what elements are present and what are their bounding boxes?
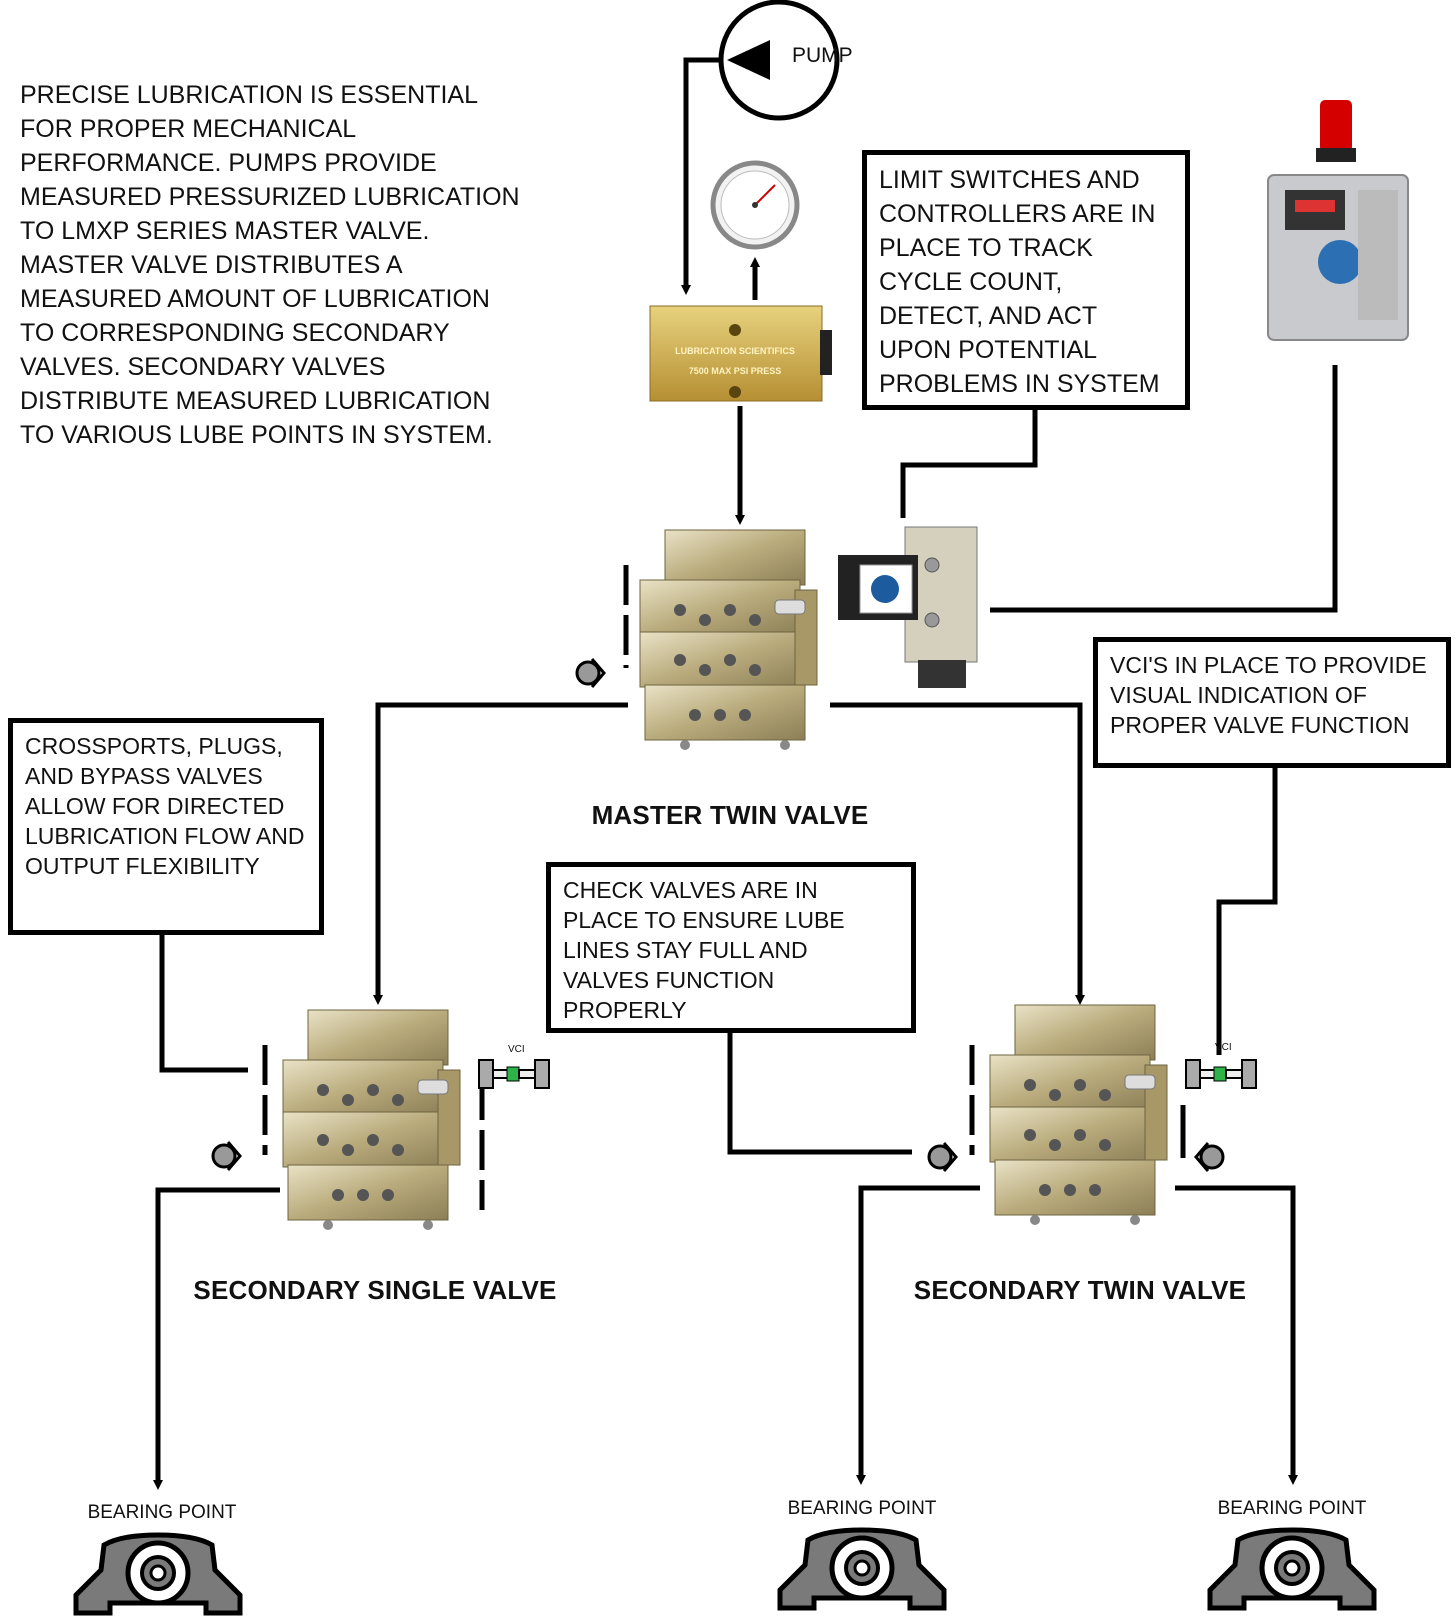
- vci-callout: VCI'S IN PLACE TO PROVIDE VISUAL INDICAT…: [1093, 637, 1451, 768]
- bearing-icon-1: [76, 1535, 240, 1613]
- control-panel-icon: [1267, 100, 1409, 341]
- crossports-callout: CROSSPORTS, PLUGS, AND BYPASS VALVES ALL…: [8, 718, 324, 935]
- block-rating-text: 7500 MAX PSI PRESS: [689, 366, 782, 376]
- limit-switch-icon: [838, 526, 978, 688]
- twin-left-output-line: [856, 1185, 980, 1485]
- controller-line: [990, 365, 1338, 613]
- single-output-line: [153, 1187, 280, 1490]
- block-brand-text: LUBRICATION SCIENTIFICS: [675, 346, 795, 356]
- single-vci-label: VCI: [508, 1044, 525, 1055]
- limit-callout-leader: [900, 408, 1038, 518]
- limit-switch-callout: LIMIT SWITCHES AND CONTROLLERS ARE IN PL…: [862, 150, 1190, 410]
- bearing-icon-3: [1210, 1530, 1374, 1608]
- twin-vci-label: VCI: [1215, 1042, 1232, 1053]
- vci-callout-leader: [1216, 765, 1278, 1055]
- secondary-twin-title: SECONDARY TWIN VALVE: [913, 1275, 1247, 1305]
- master-valve-image: [639, 529, 818, 751]
- check-valves-callout: CHECK VALVES ARE IN PLACE TO ENSURE LUBE…: [546, 862, 916, 1033]
- pump-feed-line: [681, 57, 723, 295]
- master-check-valve-icon: [575, 657, 606, 689]
- single-check-valve-icon: [211, 1140, 242, 1172]
- bearing-label-1: BEARING POINT: [87, 1502, 237, 1523]
- crossport-callout-leader: [159, 932, 248, 1073]
- bearing-icon-2: [780, 1530, 944, 1608]
- twin-right-output-line: [1175, 1185, 1298, 1485]
- twin-right-check-valve-icon: [1194, 1141, 1225, 1173]
- bearing-label-3: BEARING POINT: [1217, 1498, 1367, 1519]
- pump-symbol: [718, 0, 840, 121]
- check-callout-leader: [727, 1032, 912, 1155]
- twin-vci-icon: [1185, 1059, 1257, 1089]
- secondary-twin-valve-image: [989, 1004, 1168, 1226]
- single-vci-icon: [478, 1059, 550, 1089]
- secondary-single-valve-image: [282, 1009, 461, 1231]
- twin-left-check-valve-icon: [927, 1141, 958, 1173]
- secondary-single-title: SECONDARY SINGLE VALVE: [193, 1275, 557, 1305]
- pressure-block-icon: LUBRICATION SCIENTIFICS 7500 MAX PSI PRE…: [649, 305, 832, 402]
- pump-label: PUMP: [792, 44, 853, 67]
- pressure-gauge-icon: [710, 160, 800, 250]
- master-left-output-line: [373, 702, 628, 1005]
- master-valve-title: MASTER TWIN VALVE: [591, 800, 869, 830]
- bearing-label-2: BEARING POINT: [787, 1498, 937, 1519]
- master-right-output-line: [830, 702, 1085, 1005]
- intro-paragraph: PRECISE LUBRICATION IS ESSENTIAL FOR PRO…: [20, 81, 520, 449]
